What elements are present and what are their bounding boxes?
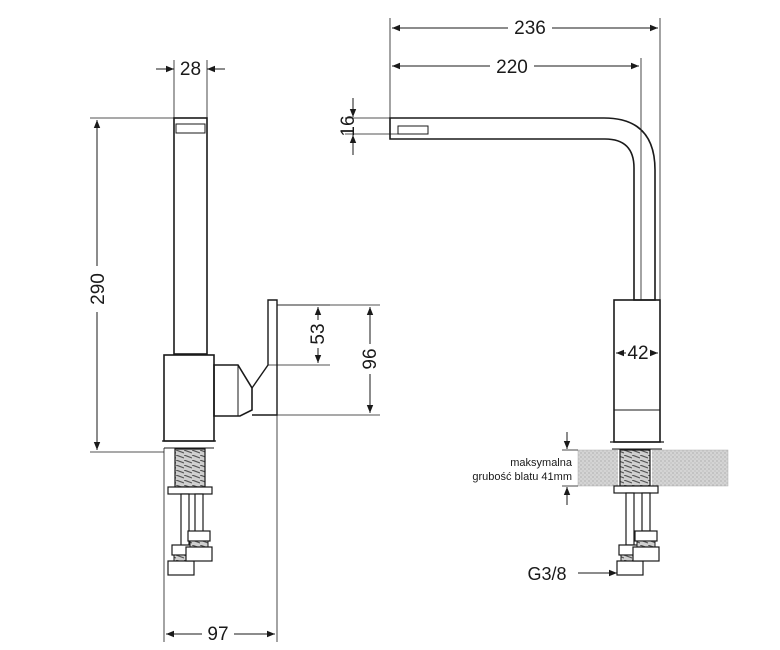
side-body: [163, 354, 215, 442]
dim-spout-outlet: 16: [338, 115, 359, 136]
front-threaded-shank: [619, 449, 651, 487]
side-column: [173, 117, 208, 355]
dim-body-diameter: 42: [627, 343, 648, 364]
countertop: [577, 449, 729, 487]
front-hose-right: [641, 492, 651, 532]
front-body: [613, 299, 661, 443]
side-threaded-shank: [174, 448, 206, 488]
note-connection-thread: G3/8: [527, 564, 566, 584]
dim-body-height: 96: [360, 348, 381, 369]
side-hose-right: [194, 493, 204, 533]
front-spout: [389, 117, 656, 301]
dim-spout-reach: 220: [496, 57, 528, 78]
front-aerator: [397, 125, 429, 135]
dim-base-width: 28: [180, 59, 201, 80]
note-countertop-line2: grubość blatu 41mm: [472, 471, 572, 483]
dim-overall-reach: 236: [514, 18, 546, 39]
front-hose-left: [625, 492, 635, 546]
dim-base-depth: 97: [207, 624, 228, 645]
side-view: 28 290 53 96 97: [85, 59, 382, 645]
dim-lever-height: 53: [308, 323, 329, 344]
front-view: 236 220 16 42 maksymalna grubość blatu 4…: [338, 17, 729, 584]
side-column-cap: [175, 123, 206, 134]
side-lever: [213, 364, 253, 417]
dim-total-height: 290: [88, 273, 109, 305]
note-countertop-line1: maksymalna: [510, 457, 573, 469]
